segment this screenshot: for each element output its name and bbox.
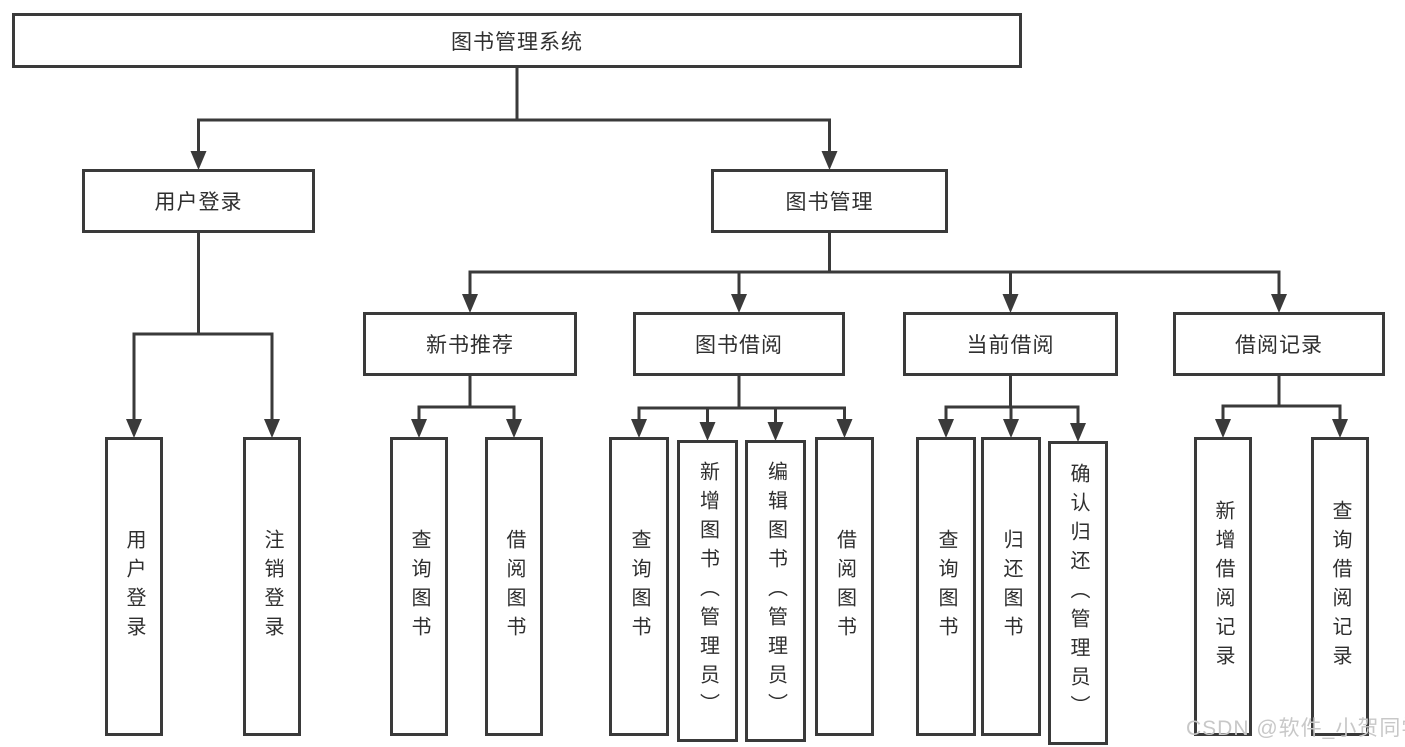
- arrowhead-icon: [190, 151, 207, 170]
- arrowhead-icon: [1003, 419, 1019, 438]
- arrowhead-icon: [411, 419, 427, 438]
- node-label: 图书管理: [785, 191, 874, 214]
- node-label: 用户登录: [123, 528, 145, 645]
- arrowhead-icon: [699, 422, 716, 441]
- node-label: 借阅图书: [503, 528, 525, 645]
- node-label: 借阅记录: [1235, 334, 1323, 357]
- node-label: 确认归还（管理员）: [1067, 462, 1089, 724]
- arrowhead-icon: [767, 422, 784, 441]
- node-ul_logout: 注销登录: [243, 437, 301, 736]
- node-br_add: 新增借阅记录: [1194, 437, 1252, 736]
- node-label: 用户登录: [154, 191, 243, 214]
- node-label: 图书借阅: [695, 334, 783, 357]
- node-label: 查询借阅记录: [1329, 499, 1351, 674]
- node-bb_query: 查询图书: [609, 437, 669, 736]
- node-label: 查询图书: [408, 528, 430, 645]
- node-new_rec: 新书推荐: [363, 312, 577, 376]
- node-bb_borrow: 借阅图书: [815, 437, 874, 736]
- node-user_login: 用户登录: [82, 169, 315, 233]
- node-current_borrow: 当前借阅: [903, 312, 1118, 376]
- node-label: 注销登录: [261, 528, 283, 645]
- node-book_borrow: 图书借阅: [633, 312, 845, 376]
- watermark: CSDN @软件_小贺同学: [1186, 717, 1405, 740]
- node-ul_login: 用户登录: [105, 437, 163, 736]
- arrowhead-icon: [1215, 419, 1231, 438]
- node-nr_query: 查询图书: [390, 437, 448, 736]
- node-label: 新书推荐: [426, 334, 514, 357]
- node-label: 新增图书（管理员）: [696, 460, 719, 722]
- node-label: 归还图书: [1000, 528, 1022, 645]
- arrowhead-icon: [631, 419, 647, 438]
- node-label: 查询图书: [628, 528, 650, 645]
- arrowhead-icon: [836, 419, 853, 438]
- node-borrow_record: 借阅记录: [1173, 312, 1385, 376]
- node-book_mgmt: 图书管理: [711, 169, 948, 233]
- arrowhead-icon: [731, 294, 747, 313]
- arrowhead-icon: [1002, 294, 1019, 313]
- arrowhead-icon: [462, 294, 478, 313]
- node-root: 图书管理系统: [12, 13, 1022, 68]
- node-label: 当前借阅: [966, 334, 1055, 357]
- node-cb_query: 查询图书: [916, 437, 976, 736]
- arrowhead-icon: [1332, 419, 1348, 438]
- arrowhead-icon: [938, 419, 954, 438]
- arrowhead-icon: [1271, 294, 1287, 313]
- node-cb_confirm: 确认归还（管理员）: [1048, 441, 1108, 745]
- arrowhead-icon: [821, 151, 838, 170]
- node-bb_add: 新增图书（管理员）: [677, 440, 738, 742]
- arrowhead-icon: [506, 419, 522, 438]
- node-nr_borrow: 借阅图书: [485, 437, 543, 736]
- node-br_query: 查询借阅记录: [1311, 437, 1369, 736]
- node-bb_edit: 编辑图书（管理员）: [745, 440, 806, 742]
- node-label: 借阅图书: [833, 528, 856, 645]
- node-label: 新增借阅记录: [1212, 499, 1234, 674]
- arrowhead-icon: [1070, 423, 1086, 442]
- arrowhead-icon: [264, 419, 280, 438]
- node-label: 编辑图书（管理员）: [764, 460, 787, 722]
- node-label: 图书管理系统: [451, 30, 583, 54]
- arrowhead-icon: [126, 419, 142, 438]
- node-label: 查询图书: [935, 528, 957, 645]
- node-cb_return: 归还图书: [981, 437, 1041, 736]
